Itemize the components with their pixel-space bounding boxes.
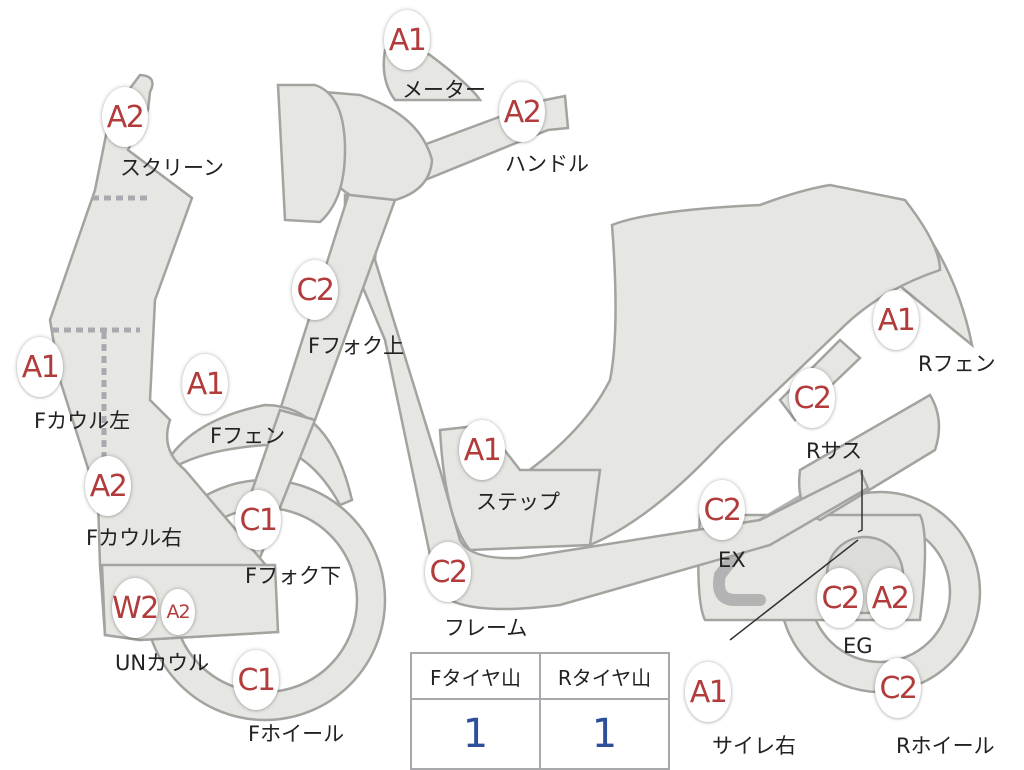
seat-body-shape [468, 183, 942, 547]
grade-badge: C2 [425, 542, 471, 602]
front-tire-header: Fタイヤ山 [410, 652, 541, 700]
grade-badge: A2 [85, 456, 131, 516]
part-label: スクリーン [120, 156, 224, 180]
part-label: フレーム [444, 616, 528, 640]
grade-badge: A1 [873, 290, 919, 350]
part-label: EX [718, 548, 746, 572]
grade-badge: C2 [789, 368, 835, 428]
grade-badge: A2 [102, 87, 148, 147]
part-label: Rホイール [896, 734, 995, 758]
front-tire-value: 1 [410, 698, 541, 770]
part-label: Fフォク上 [308, 334, 405, 358]
grade-badge-secondary: A2 [867, 568, 913, 628]
part-label: Fフェン [210, 424, 286, 448]
part-label: EG [843, 634, 873, 658]
grade-badge: C1 [235, 490, 281, 550]
part-label: ハンドル [505, 152, 589, 176]
exhaust-pipe-shape [713, 469, 851, 606]
grade-badge: C2 [699, 480, 745, 540]
grade-badge: A2 [499, 82, 545, 142]
rear-tire-header: Rタイヤ山 [539, 652, 670, 700]
tire-tread-table: Fタイヤ山 Rタイヤ山 1 1 [410, 652, 670, 770]
part-label: メーター [402, 78, 486, 102]
grade-badge: W2 [112, 578, 159, 638]
grade-badge: A1 [384, 10, 430, 70]
grade-badge: A1 [182, 354, 228, 414]
grade-badge: C2 [817, 568, 863, 628]
rear-tire-value: 1 [539, 698, 670, 770]
headlight-lens-shape [276, 83, 347, 224]
part-label: Fフォク下 [245, 564, 342, 588]
part-label: Fカウル左 [34, 409, 131, 433]
part-label: Rサス [806, 439, 863, 463]
grade-badge: C2 [292, 260, 338, 320]
part-label: ステップ [476, 490, 560, 514]
part-label: UNカウル [115, 651, 210, 675]
grade-badge: C1 [233, 650, 279, 710]
grade-badge: A1 [17, 337, 63, 397]
grade-badge: C2 [875, 658, 921, 718]
part-label: Fカウル右 [86, 526, 183, 550]
grade-badge: A1 [459, 420, 505, 480]
part-label: Rフェン [918, 352, 996, 376]
grade-badge: A1 [685, 662, 731, 722]
grade-badge-secondary: A2 [161, 589, 195, 635]
part-label: Fホイール [248, 722, 345, 746]
part-label: サイレ右 [712, 734, 796, 758]
